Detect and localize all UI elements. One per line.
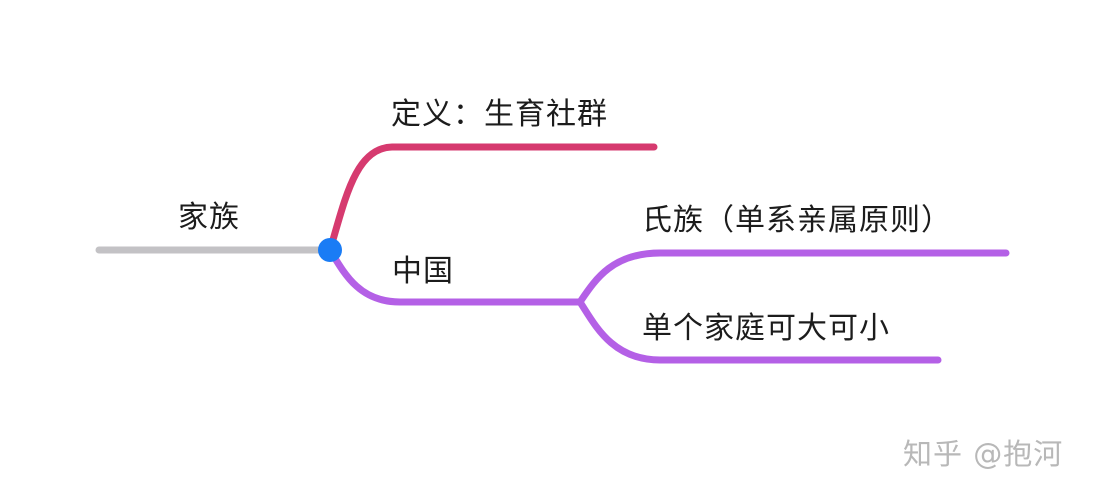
definition-node-label[interactable]: 定义：生育社群 — [391, 97, 608, 132]
root-node-label[interactable]: 家族 — [178, 200, 240, 235]
china-node-label[interactable]: 中国 — [392, 254, 454, 289]
household-branch-line — [576, 298, 942, 364]
household-node-label[interactable]: 单个家庭可大可小 — [642, 311, 890, 346]
clan-branch-line — [576, 249, 1010, 306]
china-branch-line — [326, 246, 584, 306]
root-junction-dot[interactable] — [318, 238, 342, 262]
watermark-text: 知乎 @抱河 — [903, 437, 1064, 471]
clan-node-label[interactable]: 氏族（单系亲属原则） — [642, 203, 952, 238]
definition-branch-line — [326, 143, 658, 254]
